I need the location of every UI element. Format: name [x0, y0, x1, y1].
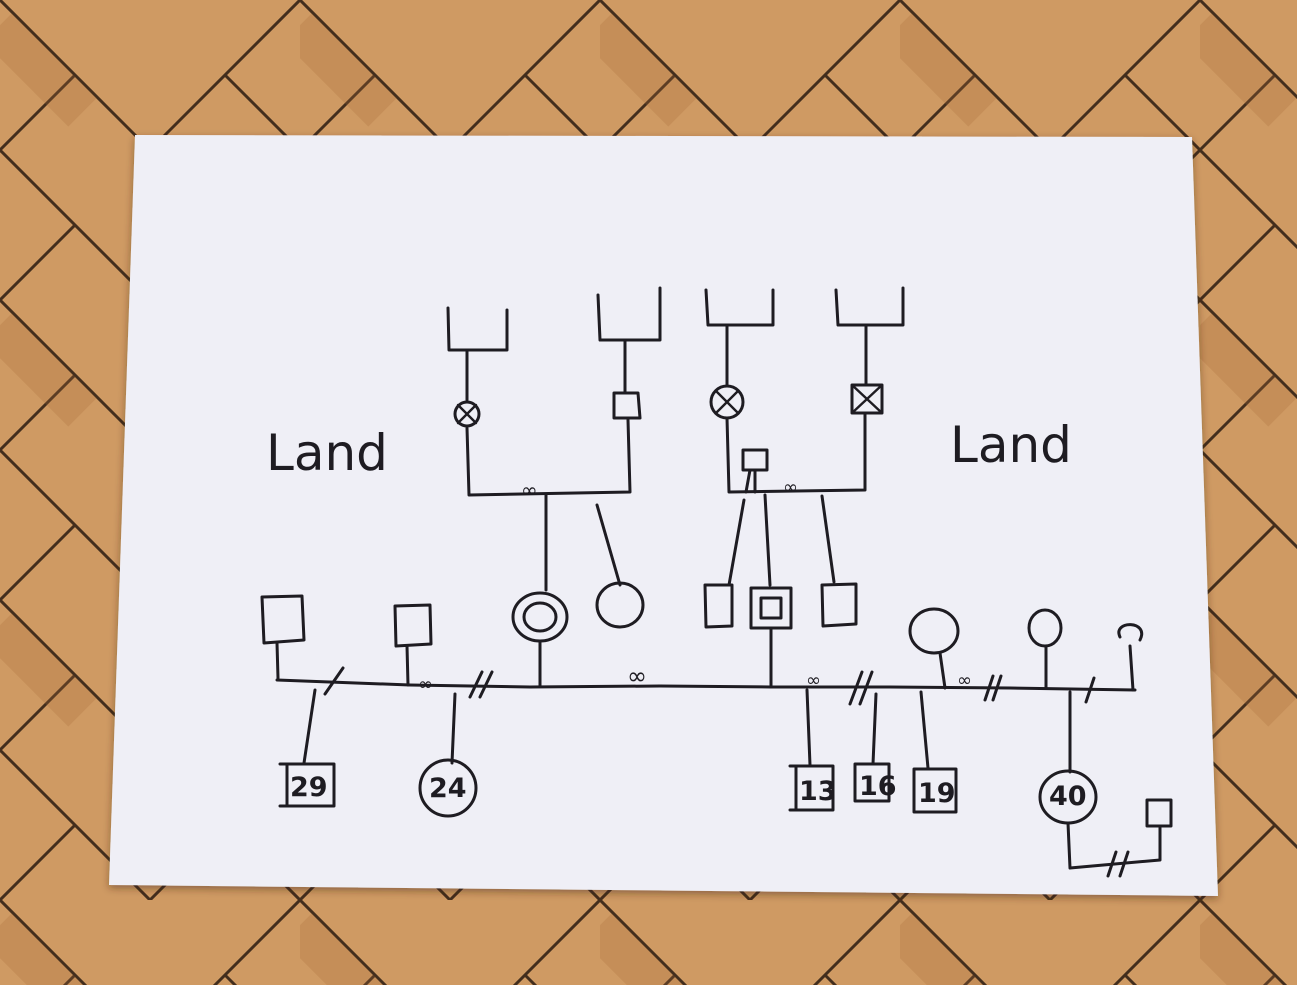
deceased-cross-icon-3 — [850, 383, 884, 415]
ancestor-fork-4 — [834, 286, 905, 327]
land-label-right: Land — [950, 416, 1072, 474]
child-age-6: 40 — [1049, 781, 1087, 812]
divorce-mark-5 — [1084, 676, 1096, 704]
couple-line-right — [725, 412, 867, 494]
descent-line-b — [595, 503, 622, 587]
children-generation: 29 24 13 16 19 40 — [278, 688, 1173, 878]
ancestor-fork-1 — [446, 306, 509, 352]
child-square-1 — [278, 762, 336, 808]
partner-female-icon-1 — [908, 607, 960, 655]
child-line-5 — [919, 690, 930, 770]
index-marker-stem — [744, 468, 757, 494]
grandchild-couple-line — [1066, 821, 1162, 870]
descent-line-d — [763, 493, 772, 587]
couple-line-left — [465, 418, 632, 497]
marriage-rings-icon-6: ∞ — [957, 670, 972, 691]
deceased-female-icon — [453, 400, 481, 428]
marriage-rings-icon-2: ∞ — [783, 477, 798, 498]
divorce-mark-6 — [1106, 850, 1130, 878]
parents-generation — [260, 581, 1144, 692]
deceased-cross-icon — [456, 403, 478, 425]
child-square-4 — [853, 762, 891, 803]
partner-line-1 — [275, 641, 280, 680]
grandparents-left: ∞ — [446, 286, 662, 592]
child-age-3: 13 — [799, 776, 837, 807]
index-female-inner — [522, 601, 558, 633]
child-age-1: 29 — [290, 772, 328, 803]
child-line-1 — [302, 688, 317, 765]
sibling-female-icon — [595, 581, 645, 629]
child-square-3 — [788, 764, 835, 812]
marriage-rings-icon: ∞ — [521, 478, 538, 502]
divorce-mark-3 — [848, 670, 874, 706]
divorce-mark-1 — [323, 666, 345, 696]
child-age-4: 16 — [859, 771, 897, 802]
child-line-2 — [450, 692, 457, 765]
divorce-mark-4 — [983, 674, 1003, 702]
descent-line-c — [727, 498, 746, 587]
child-age-2: 24 — [429, 773, 467, 804]
ancestor-fork-3 — [704, 288, 775, 327]
partner-female-icon-3 — [1117, 623, 1144, 692]
divorce-mark-2 — [468, 670, 494, 699]
partner-female-line-1 — [938, 651, 947, 690]
grandparents-right: ∞ — [704, 286, 905, 587]
main-marriage-line: ∞ ∞ ∞ ∞ — [275, 662, 1137, 706]
male-square-icon — [612, 391, 642, 420]
deceased-male-icon — [850, 383, 884, 415]
sibling-male-icon-2 — [820, 582, 858, 628]
child-circle-2 — [418, 758, 478, 818]
partner-square-1 — [260, 594, 306, 645]
sibling-male-icon-1 — [703, 583, 734, 629]
index-male-inner — [759, 596, 783, 620]
child-age-5: 19 — [918, 778, 956, 809]
partner-male-icon — [1145, 798, 1173, 828]
child-line-4 — [871, 692, 878, 766]
partner-line-2 — [405, 644, 410, 687]
marriage-rings-icon-3: ∞ — [418, 674, 433, 695]
ancestor-fork-2 — [596, 286, 662, 342]
deceased-cross-icon-2 — [714, 389, 740, 415]
descent-line-e — [820, 494, 836, 584]
marriage-rings-icon-4: ∞ — [627, 662, 647, 690]
partner-square-2 — [393, 603, 433, 648]
paper-sheet — [109, 135, 1218, 896]
land-label-left: Land — [266, 424, 388, 482]
marriage-rings-icon-5: ∞ — [806, 670, 821, 691]
child-line-3 — [805, 688, 812, 767]
child-square-5 — [912, 767, 958, 814]
